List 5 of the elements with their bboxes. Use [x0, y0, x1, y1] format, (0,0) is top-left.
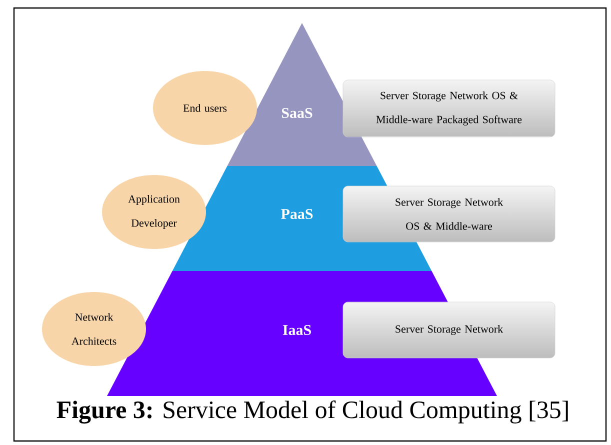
layer-box: Server Storage Network OS & Middle-ware	[342, 186, 556, 242]
caption: Figure 3: Service Model of Cloud Computing [35]	[56, 400, 568, 424]
pyramid-band: SaaS	[227, 23, 377, 166]
layer-box: Server Storage Network OS & Middle-ware Packaged Software	[342, 80, 556, 138]
layer-box: Server Storage Network	[342, 302, 556, 358]
